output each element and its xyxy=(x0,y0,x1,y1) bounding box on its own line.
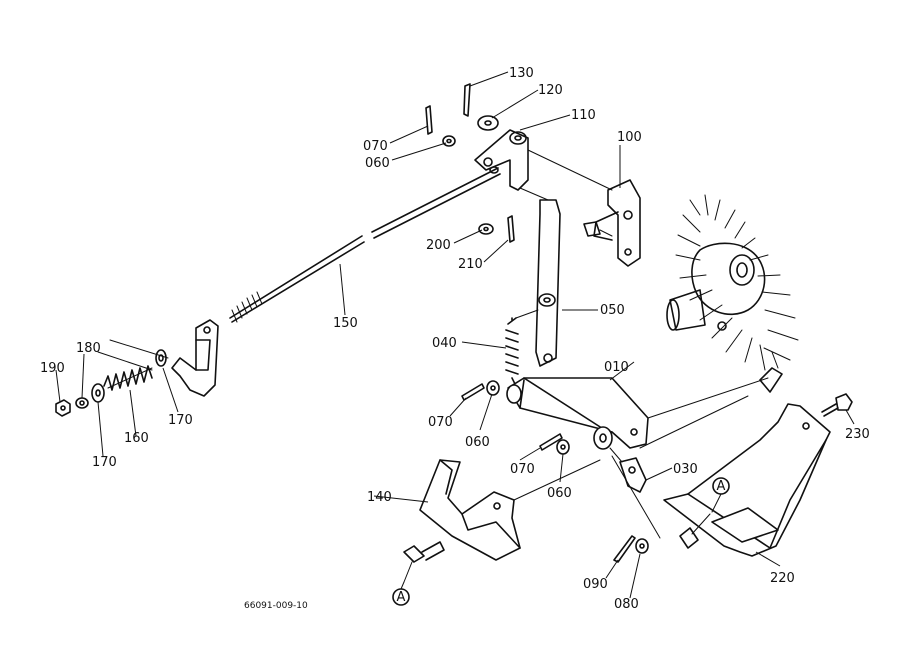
drawing-code: 66091-009-10 xyxy=(244,601,308,611)
bolt-a-left xyxy=(403,541,445,583)
washer-120 xyxy=(477,115,499,131)
label-030: 030 xyxy=(673,462,698,477)
bracket-010 xyxy=(506,377,769,450)
label-230: 230 xyxy=(845,427,870,442)
engine-fan-drawing xyxy=(666,194,799,393)
washer-060-low xyxy=(556,439,570,455)
washer-080 xyxy=(635,538,649,554)
label-190: 190 xyxy=(40,361,65,376)
label-070-top: 070 xyxy=(363,139,388,154)
washer-060-top xyxy=(442,135,456,147)
label-050: 050 xyxy=(600,303,625,318)
cover-220 xyxy=(663,403,831,557)
washer-170-left xyxy=(91,383,105,403)
part-labels: 130 120 110 100 070 060 200 210 150 050 … xyxy=(40,66,870,612)
washer-170-right xyxy=(155,349,167,367)
leader-lines xyxy=(55,71,855,599)
pin-070-mid xyxy=(461,383,485,401)
label-010: 010 xyxy=(604,360,629,375)
label-140: 140 xyxy=(367,490,392,505)
nut-190 xyxy=(55,399,71,417)
ref-marker-a-right: A xyxy=(711,477,730,513)
pin-070-top xyxy=(425,105,433,135)
label-060-low: 060 xyxy=(547,486,572,501)
label-110: 110 xyxy=(571,108,596,123)
pin-130 xyxy=(463,83,471,117)
label-120: 120 xyxy=(538,83,563,98)
label-170-right: 170 xyxy=(168,413,193,428)
washer-200 xyxy=(478,223,494,235)
label-070-low: 070 xyxy=(510,462,535,477)
rod-150 xyxy=(229,166,501,323)
clip-030 xyxy=(609,447,647,493)
lever-110 xyxy=(474,129,613,191)
nut-180 xyxy=(75,397,89,409)
bolt-230 xyxy=(821,393,853,417)
label-060-mid: 060 xyxy=(465,435,490,450)
label-180: 180 xyxy=(76,341,101,356)
label-210: 210 xyxy=(458,257,483,272)
pin-210 xyxy=(507,215,515,243)
ref-mark-a: A xyxy=(397,590,406,605)
label-200: 200 xyxy=(426,238,451,253)
lever-rod-end xyxy=(171,319,219,397)
pin-090 xyxy=(613,535,636,563)
label-060-top: 060 xyxy=(365,156,390,171)
spring-040 xyxy=(505,309,539,385)
label-090: 090 xyxy=(583,577,608,592)
link-050 xyxy=(519,187,561,367)
label-130: 130 xyxy=(509,66,534,81)
pin-070-low xyxy=(539,433,563,451)
ref-mark-a: A xyxy=(717,479,726,494)
spring-160 xyxy=(103,365,153,391)
label-100: 100 xyxy=(617,130,642,145)
label-040: 040 xyxy=(432,336,457,351)
label-070-mid: 070 xyxy=(428,415,453,430)
label-220: 220 xyxy=(770,571,795,586)
label-160: 160 xyxy=(124,431,149,446)
washer-060-mid xyxy=(486,380,500,396)
label-170-left: 170 xyxy=(92,455,117,470)
bracket-140 xyxy=(419,459,601,561)
ref-marker-a-left: A xyxy=(392,581,410,606)
label-080: 080 xyxy=(614,597,639,612)
arm-100 xyxy=(583,179,641,267)
label-150: 150 xyxy=(333,316,358,331)
